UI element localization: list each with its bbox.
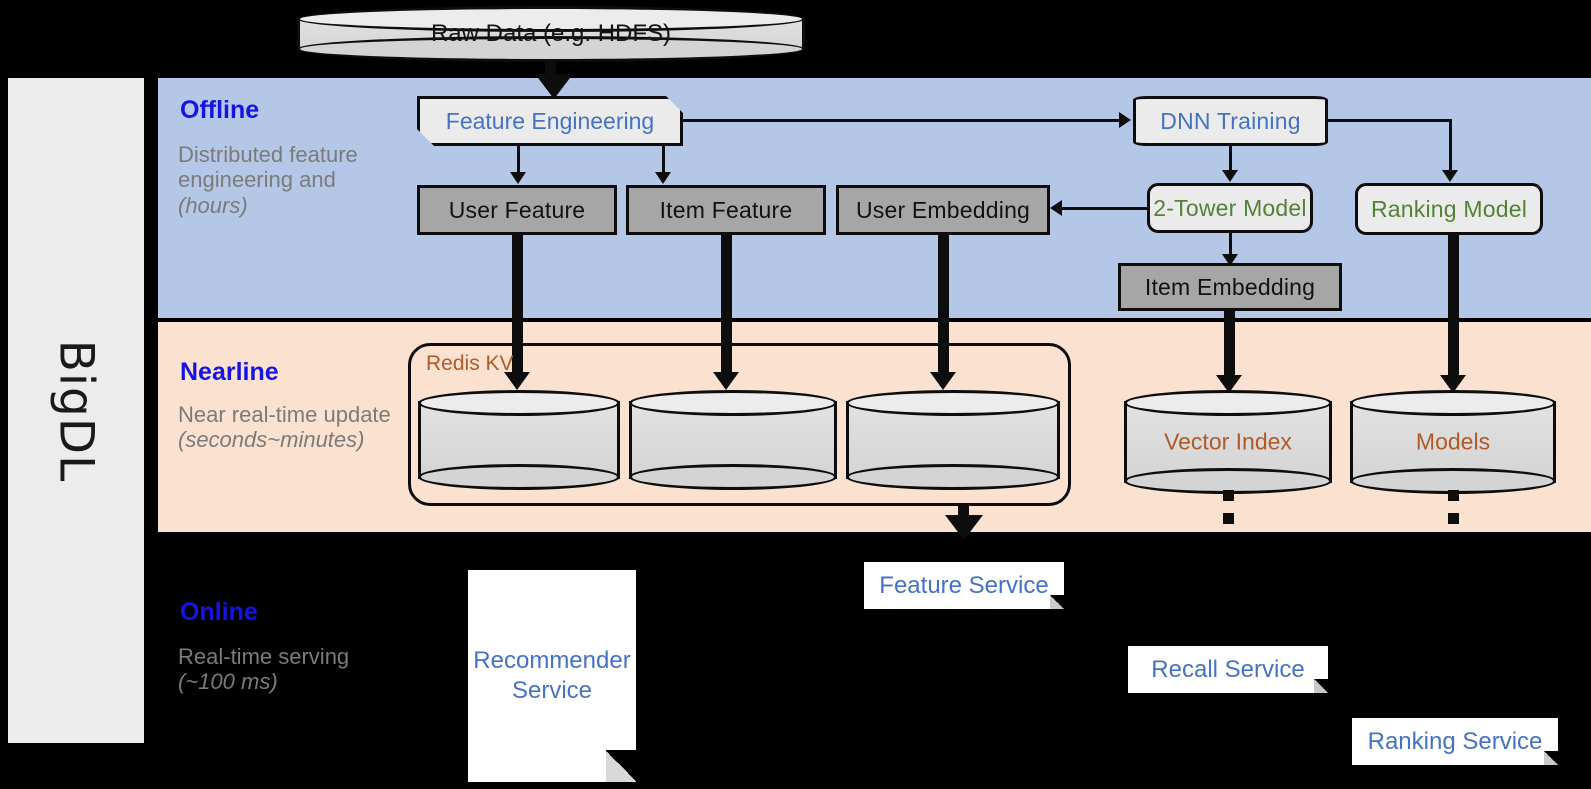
online-layer-title: Online	[180, 598, 258, 626]
connector-dnn-rankingmodel-h	[1328, 119, 1452, 122]
models-cylinder[interactable]: Models	[1350, 390, 1556, 494]
document-fold-icon	[1314, 679, 1328, 693]
recommender-service-node[interactable]: Recommender Service	[468, 570, 636, 782]
arrowhead-dnn-rankingmodel	[1442, 170, 1458, 182]
arrowhead-redis-featureservice	[945, 515, 983, 540]
user-feature-label: User Feature	[448, 196, 586, 223]
ranking-model-label: Ranking Model	[1370, 195, 1528, 222]
raw-data-cylinder: Raw Data (e.g. HDFS)	[297, 6, 805, 62]
pipe-userfeature-store	[512, 235, 523, 380]
pipe-rankingmodel-models	[1448, 235, 1459, 383]
redis-store-user-embedding[interactable]	[846, 390, 1060, 490]
bigdl-label: BigDL	[48, 339, 104, 482]
bigdl-framework-rail: BigDL	[8, 78, 144, 743]
recall-service-label: Recall Service	[1151, 655, 1305, 683]
connector-twotower-userembedding	[1062, 207, 1148, 210]
user-embedding-node[interactable]: User Embedding	[836, 185, 1050, 235]
feature-engineering-node[interactable]: Feature Engineering	[417, 96, 683, 146]
arrowhead-rankingmodel-models	[1440, 375, 1466, 393]
connector-twotower-itemembedding	[1229, 233, 1232, 259]
arrowhead-fe-itemfeature	[655, 172, 671, 184]
item-feature-node[interactable]: Item Feature	[626, 185, 826, 235]
pipe-redis-featureservice	[958, 506, 969, 518]
user-embedding-label: User Embedding	[855, 196, 1031, 223]
raw-data-top	[297, 6, 805, 32]
models-label: Models	[1415, 428, 1491, 455]
feature-engineering-label: Feature Engineering	[445, 107, 655, 134]
redis-store-item-feature[interactable]	[629, 390, 837, 490]
dnn-training-node[interactable]: DNN Training	[1133, 96, 1328, 146]
connector-dnn-twotower	[1229, 146, 1232, 174]
arrowhead-rawdata-fe	[535, 74, 573, 99]
document-fold-icon	[1544, 751, 1558, 765]
connector-dnn-rankingmodel-v	[1449, 119, 1452, 174]
store-bottom	[629, 464, 837, 490]
two-tower-model-label: 2-Tower Model	[1153, 194, 1307, 221]
online-layer-subtitle: Real-time serving (~100 ms)	[178, 644, 383, 695]
connector-fe-itemfeature	[662, 146, 665, 174]
dash-models-2	[1448, 513, 1459, 524]
document-fold-icon	[606, 750, 636, 782]
dnn-training-label: DNN Training	[1160, 107, 1301, 134]
raw-data-label: Raw Data (e.g. HDFS)	[430, 20, 672, 47]
pipe-itemfeature-store	[721, 235, 732, 380]
offline-subtitle-text: Distributed feature engineering and	[178, 142, 358, 193]
online-subtitle-italic: (~100 ms)	[178, 669, 278, 695]
store-top	[846, 390, 1060, 416]
document-fold-icon	[1050, 595, 1064, 609]
recommender-service-label: Recommender Service	[473, 647, 631, 704]
ranking-service-label: Ranking Service	[1367, 727, 1543, 755]
offline-subtitle-italic: (hours)	[178, 192, 248, 218]
vector-index-cylinder[interactable]: Vector Index	[1124, 390, 1332, 494]
ranking-model-node[interactable]: Ranking Model	[1355, 183, 1543, 235]
dash-vectorindex-2	[1223, 513, 1234, 524]
connector-fe-dnn	[683, 119, 1121, 122]
store-bottom	[846, 464, 1060, 490]
store-top	[418, 390, 620, 416]
arrowhead-fe-dnn	[1119, 112, 1131, 128]
redis-kv-container	[408, 343, 1071, 506]
arrowhead-itemfeature-store	[713, 372, 739, 390]
pipe-itemembedding-vectorindex	[1224, 311, 1235, 383]
offline-layer-subtitle: Distributed feature engineering and (hou…	[178, 142, 383, 218]
vector-index-top	[1124, 390, 1332, 416]
item-embedding-label: Item Embedding	[1144, 273, 1316, 300]
dash-vectorindex-1	[1223, 490, 1234, 501]
arrowhead-dnn-twotower	[1222, 170, 1238, 182]
feature-service-node[interactable]: Feature Service	[864, 562, 1064, 609]
nearline-layer-title: Nearline	[180, 358, 279, 386]
vector-index-label: Vector Index	[1164, 428, 1292, 455]
models-top	[1350, 390, 1556, 416]
nearline-subtitle-italic: (seconds~minutes)	[178, 427, 365, 453]
connector-fe-userfeature	[517, 146, 520, 174]
arrowhead-fe-userfeature	[510, 172, 526, 184]
two-tower-model-node[interactable]: 2-Tower Model	[1147, 183, 1313, 233]
item-embedding-node[interactable]: Item Embedding	[1118, 263, 1342, 311]
arrowhead-twotower-userembedding	[1050, 200, 1062, 216]
nearline-layer-subtitle: Near real-time update (seconds~minutes)	[178, 402, 403, 453]
store-bottom	[418, 464, 620, 490]
arrowhead-userembedding-store	[930, 372, 956, 390]
arrowhead-itemembedding-vectorindex	[1216, 375, 1242, 393]
offline-layer-title: Offline	[180, 96, 260, 124]
dash-models-1	[1448, 490, 1459, 501]
pipe-userembedding-store	[938, 235, 949, 380]
nearline-subtitle-text: Near real-time update	[178, 402, 391, 427]
connector-rawdata-fe	[545, 62, 556, 80]
raw-data-bottom	[297, 36, 805, 62]
recall-service-node[interactable]: Recall Service	[1128, 646, 1328, 693]
redis-store-user-feature[interactable]	[418, 390, 620, 490]
online-subtitle-text: Real-time serving	[178, 644, 350, 669]
user-feature-node[interactable]: User Feature	[417, 185, 617, 235]
feature-service-label: Feature Service	[879, 571, 1049, 599]
store-top	[629, 390, 837, 416]
item-feature-label: Item Feature	[659, 196, 793, 223]
ranking-service-node[interactable]: Ranking Service	[1352, 718, 1558, 765]
arrowhead-userfeature-store	[504, 372, 530, 390]
redis-kv-label: Redis KV	[426, 352, 514, 375]
